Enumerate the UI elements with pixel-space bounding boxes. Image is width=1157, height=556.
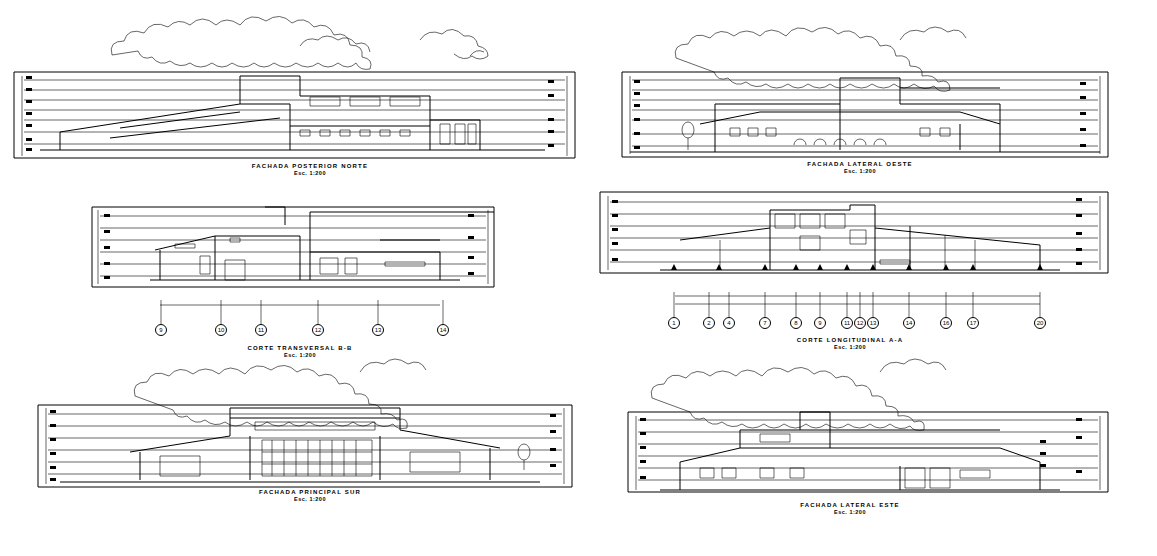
dimension-ticks [640,418,1082,479]
grid-bubble: 17 [967,317,979,329]
grid-bubble: 14 [437,324,449,336]
view-title: CORTE TRANSVERSAL B-B [246,345,353,352]
level-lines [636,416,1100,490]
cloud-outline [111,16,488,69]
view-title: FACHADA LATERAL OESTE [806,161,913,168]
grid-bubble: 13 [867,317,879,329]
level-lines [608,196,1100,270]
grid-number: 11 [844,320,850,326]
section-cut [150,207,494,280]
grid-bubble: 4 [723,317,735,329]
grid-bubble: 20 [1034,317,1046,329]
view-title: CORTE LONGITUDINAL A-A [796,337,904,344]
level-lines [22,76,567,156]
view-title: FACHADA PRINCIPAL SUR [258,489,362,496]
grid-number: 12 [857,320,864,326]
grid-number: 9 [818,320,821,326]
building-elevation [40,76,545,150]
grid-lines [674,292,1040,317]
grid-number: 11 [258,327,264,333]
dimension-ticks [26,76,554,151]
dimension-ticks [104,214,474,279]
view-frame [14,72,575,158]
scale-note: Esc. 1:200 [293,496,327,503]
section-detail [175,238,425,280]
view-frame [600,192,1108,273]
grid-bubble: 12 [854,317,866,329]
grid-bubble: 11 [255,324,267,336]
grid-bubble: 14 [903,317,915,329]
grid-number: 13 [375,327,382,333]
grid-number: 17 [970,320,977,326]
cloud-outline [675,27,966,91]
scale-note: Esc. 1:200 [833,344,867,351]
building-elevation [630,78,1100,152]
grid-number: 9 [159,327,162,333]
grid-bubble: 1 [668,317,680,329]
dimension-ticks [634,80,1086,149]
grid-bubble: 9 [155,324,167,336]
dimension-ticks [612,198,1082,265]
grid-bubble: 8 [790,317,802,329]
level-lines [630,76,1100,154]
scale-note: Esc. 1:200 [833,509,867,516]
grid-bubble: 7 [759,317,771,329]
scale-note: Esc. 1:200 [293,170,327,177]
level-lines [98,210,488,284]
grid-number: 4 [727,320,730,326]
grid-bubble: 13 [372,324,384,336]
grid-number: 8 [794,320,797,326]
dimension-ticks [50,410,556,481]
section-cut [660,205,1060,270]
grid-bubble: 11 [841,317,853,329]
arches-windows [682,122,950,150]
grid-number: 13 [870,320,877,326]
grid-bubble: 2 [703,317,715,329]
building-elevation [660,412,1060,490]
grid-number: 12 [315,327,322,333]
scale-note: Esc. 1:200 [843,168,877,175]
windows [300,97,476,144]
grid-number: 7 [763,320,766,326]
grid-number: 14 [906,320,913,326]
view-frame [92,207,494,287]
view-title: FACHADA POSTERIOR NORTE [251,163,369,170]
building-elevation [60,408,540,482]
grid-number: 14 [440,327,447,333]
column-supports [671,264,1043,270]
view-frame [622,72,1108,157]
scale-note: Esc. 1:200 [283,352,317,359]
grid-number: 16 [943,320,950,326]
grid-bubble: 12 [312,324,324,336]
grid-number: 20 [1037,320,1044,326]
view-frame [38,405,572,487]
grid-number: 1 [672,320,675,326]
view-title: FACHADA LATERAL ESTE [799,502,901,509]
level-lines [46,408,564,484]
grid-number: 2 [707,320,710,326]
grid-number: 10 [218,327,225,333]
section-detail [720,214,975,270]
glazing-grid [160,422,530,476]
grid-bubble: 9 [814,317,826,329]
grid-bubble: 16 [940,317,952,329]
windows [700,434,990,488]
view-frame [628,412,1108,492]
grid-lines [160,300,443,324]
grid-bubble: 10 [215,324,227,336]
